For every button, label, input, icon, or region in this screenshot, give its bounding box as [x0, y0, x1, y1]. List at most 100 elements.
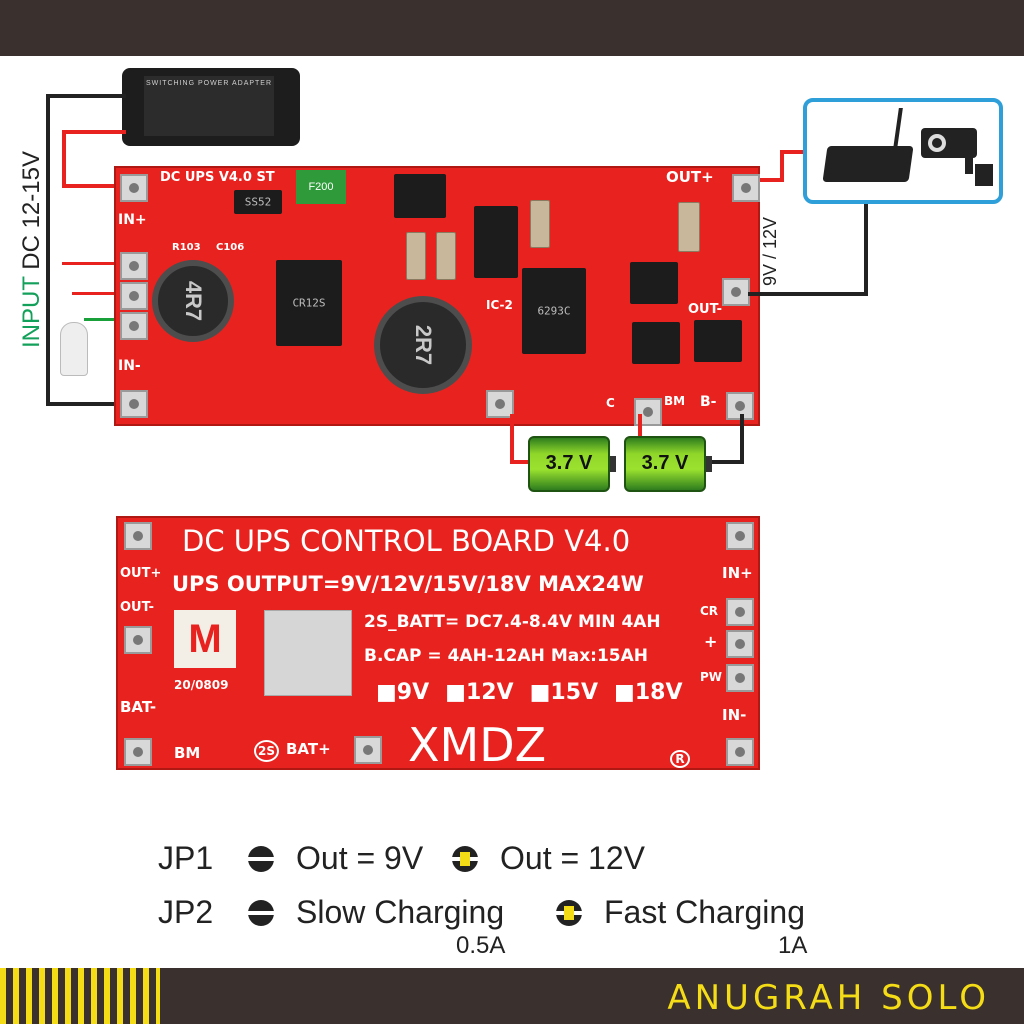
ups-board-top: DC UPS V4.0 ST IN+ IN- SS52 F200 C106 R1…	[114, 166, 760, 426]
out-wire-red-v	[780, 150, 784, 182]
jp2-option-slow: Slow Charging	[296, 894, 505, 930]
bottom-board-title: DC UPS CONTROL BOARD V4.0	[182, 524, 631, 558]
registered-mark: R	[670, 750, 690, 768]
ups-board-bottom: DC UPS CONTROL BOARD V4.0 UPS OUTPUT=9V/…	[116, 516, 760, 772]
out-wire-red-h	[780, 150, 806, 154]
voltage-option: ■18V	[614, 680, 683, 705]
pad-bat-minus	[124, 738, 152, 766]
label-in-plus: IN+	[118, 212, 147, 228]
label-in-minus: IN-	[118, 358, 141, 374]
out-wire-red	[760, 178, 782, 182]
chip-ss52: SS52	[244, 195, 272, 209]
pad-in-plus	[120, 174, 148, 202]
pad-out-plus	[732, 174, 760, 202]
label-in-plus-bottom: IN+	[722, 564, 753, 582]
wire-positive	[62, 130, 66, 186]
label-out-plus-bottom: OUT+	[120, 566, 162, 581]
wire-negative-bottom	[46, 402, 126, 406]
output-devices-box	[803, 98, 1003, 204]
board-title: DC UPS V4.0 ST	[160, 170, 275, 185]
chip-mosfet-3	[632, 322, 680, 364]
wire-negative-top	[46, 94, 126, 98]
jumper-closed-icon	[555, 900, 583, 926]
voltage-options: ■9V ■12V ■15V ■18V	[376, 680, 796, 705]
voltage-option: ■9V	[376, 680, 430, 705]
date-code: 20/0809	[174, 678, 229, 692]
jp2-option-fast: Fast Charging	[604, 894, 805, 930]
jp2-slow-current: 0.5A	[456, 932, 506, 959]
pad-bat-plus	[486, 390, 514, 418]
pad-led-2	[120, 282, 148, 310]
led-wire-red	[62, 262, 132, 265]
pad-cr	[726, 598, 754, 626]
manufacturer-logo: M	[174, 610, 236, 668]
bat-wire-red	[510, 414, 514, 464]
led-icon	[60, 322, 88, 376]
capacitor	[406, 232, 426, 280]
label-b-minus: B-	[700, 394, 717, 410]
bat-wire-red-h	[510, 460, 530, 464]
pad-out-minus	[722, 278, 750, 306]
pad-c	[634, 398, 662, 426]
power-adapter-image: SWITCHING POWER ADAPTER	[122, 68, 300, 146]
pad-led-3	[120, 312, 148, 340]
jumper-open-icon	[247, 846, 275, 872]
label-cr: CR	[700, 604, 719, 618]
out-wire-black-v	[864, 202, 868, 296]
label-plus: +	[704, 632, 718, 651]
top-bar	[0, 0, 1024, 56]
bat-wire-mid	[638, 414, 642, 448]
fuse-f200: F200	[296, 170, 346, 204]
pad-pw	[726, 664, 754, 692]
wire-positive-top	[62, 130, 126, 134]
legend-jp1: JP1	[158, 840, 214, 876]
led-wire-red2	[72, 292, 132, 295]
bat-wire-black-h	[708, 460, 744, 464]
cap-line: B.CAP = 4AH-12AH Max:15AH	[364, 646, 649, 666]
jumper-open-icon	[247, 900, 275, 926]
coil-2r7: 2R7	[411, 324, 436, 366]
pad-plus	[726, 630, 754, 658]
wire-positive-bottom	[62, 184, 126, 188]
label-bat-plus: BAT+	[286, 740, 331, 758]
capacitor	[678, 202, 700, 252]
led-wire-green	[84, 318, 132, 321]
coil-4r7: 4R7	[181, 280, 206, 322]
bat-wire-black	[740, 414, 744, 464]
chip-mosfet-2	[694, 320, 742, 362]
output-line: UPS OUTPUT=9V/12V/15V/18V MAX24W	[172, 572, 644, 596]
legend-jp2: JP2	[158, 894, 214, 930]
adapter-label: SWITCHING POWER ADAPTER	[145, 80, 273, 87]
battery-2: 3.7 V	[624, 436, 712, 492]
output-voltage-label: 9V / 12V	[760, 216, 780, 286]
footer-brand: ANUGRAH SOLO	[667, 978, 990, 1018]
pad-out-minus-bottom	[124, 626, 152, 654]
pad-led-1	[120, 252, 148, 280]
capacitor	[436, 232, 456, 280]
voltage-option: ■15V	[529, 680, 599, 705]
batt-line: 2S_BATT= DC7.4-8.4V MIN 4AH	[364, 612, 661, 632]
label-c: C	[606, 396, 615, 410]
brand-xmdz: XMDZ	[408, 718, 547, 772]
label-pw: PW	[700, 670, 723, 684]
label-bm: BM	[664, 394, 686, 408]
pad-bat-plus-bottom	[354, 736, 382, 764]
jp1-option-9v: Out = 9V	[296, 840, 424, 876]
label-out-plus: OUT+	[666, 168, 714, 186]
router-icon	[822, 146, 914, 182]
chip-diode-top	[394, 174, 446, 218]
chip-mosfet-1	[630, 262, 678, 304]
pad-in-minus	[120, 390, 148, 418]
jumper-closed-icon	[451, 846, 479, 872]
label-r103: R103	[172, 242, 201, 253]
label-2s: 2S	[254, 740, 279, 762]
chip-6293c: 6293C	[537, 304, 571, 318]
input-label: INPUT DC 12-15V	[18, 151, 45, 348]
heatsink-pad	[264, 610, 352, 696]
out-wire-black	[748, 292, 866, 296]
pad-corner-tr	[726, 522, 754, 550]
cctv-camera-icon	[921, 128, 993, 186]
capacitor	[530, 200, 550, 248]
label-in-minus-bottom: IN-	[722, 706, 747, 724]
label-bat-minus: BAT-	[120, 698, 157, 716]
